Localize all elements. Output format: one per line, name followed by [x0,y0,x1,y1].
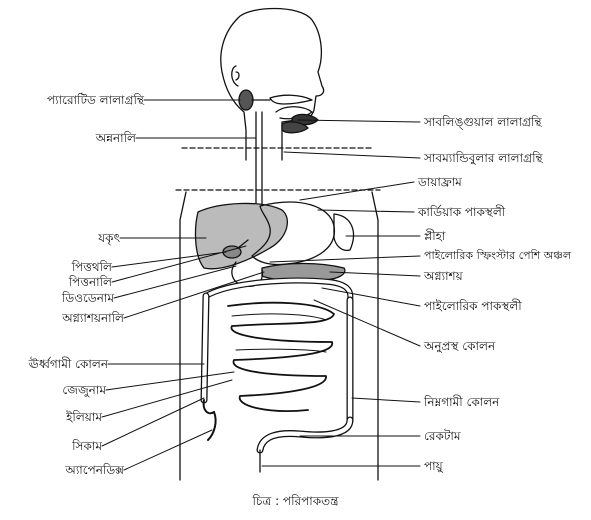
label-ileum: ইলিয়াম [66,410,102,424]
label-gallbladder: পিত্তথলি [72,260,112,274]
small-intestine [228,303,334,411]
trunk-right [372,192,378,480]
parotid-gland [239,90,253,110]
spleen [334,214,353,250]
label-pyloric-stomach: পাইলোরিক পাকস্থলী [424,299,522,313]
label-ascending-colon: ঊর্ধ্বগামী কোলন [29,357,108,371]
label-sublingual-gland: সাবলিঙ্গুয়াল লালাগ্রন্থি [424,115,542,129]
label-pancreatic-duct: অগ্ন্যাশয়নালি [62,311,124,325]
label-liver: যকৃৎ [98,231,120,245]
pointer-lines-right [262,120,420,466]
ear [232,66,239,86]
liver [196,203,288,268]
label-diaphragm: ডায়াফ্রাম [418,175,462,189]
label-appendix: অ্যাপেনডিক্স [65,463,124,477]
esophagus [256,112,262,212]
label-caecum: সিকাম [72,439,102,453]
label-submandibular-gland: সাবম্যান্ডিবুলার লালাগ্রন্থি [424,151,543,165]
label-rectum: রেকটাম [424,429,461,443]
head-outline [238,9,324,161]
head-back [221,18,246,160]
label-bile-duct: পিত্তনালি [69,275,112,289]
mouth-cavity [270,95,312,104]
label-anus: পায়ু [424,459,443,473]
label-cardiac-stomach: কার্ডিয়াক পাকস্থলী [418,205,505,219]
label-esophagus: অন্ননালি [96,131,136,145]
label-duodenum: ডিওডেনাম [62,291,114,305]
trunk-left [180,192,186,480]
label-jejunum: জেজুনাম [62,383,106,397]
appendix [208,412,216,440]
label-pyloric-sphincter: পাইলোরিক স্ফিংস্টার পেশি অঞ্চল [424,249,571,263]
label-pancreas: অগ্ন্যাশয় [424,269,463,283]
label-descending-colon: নিম্নগামী কোলন [424,395,499,409]
label-spleen: প্লীহা [424,229,445,243]
label-parotid-gland: প্যারোটিড লালাগ্রন্থি [47,93,144,107]
label-transverse-colon: অনুপ্রস্থ কোলন [424,339,495,353]
figure-caption: চিত্র : পরিপাকতন্ত্র [0,493,591,513]
